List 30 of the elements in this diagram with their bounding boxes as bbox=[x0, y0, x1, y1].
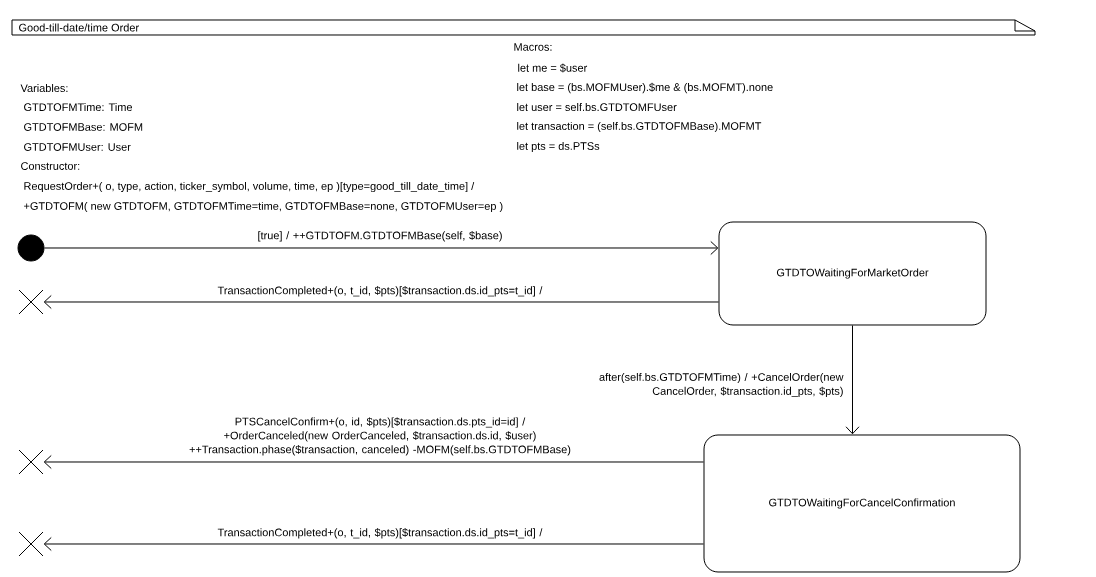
edge-label: [true] / ++GTDTOFM.GTDTOFMBase(self, $base) bbox=[258, 231, 502, 242]
arrow bbox=[43, 295, 719, 309]
text-line: let pts = ds.PTSs bbox=[517, 141, 600, 153]
text-line: Macros: bbox=[514, 43, 552, 51]
edge-label: TransactionCompleted+(o, t_id, $pts)[$transaction.ds.id_pts=t_id] / bbox=[217, 528, 543, 539]
arrow bbox=[43, 455, 704, 469]
state-box: GTDTOWaitingForCancelConfirmation bbox=[703, 434, 1021, 573]
text-line: GTDTOFMBase: MOFM bbox=[24, 123, 143, 131]
text-line: let base = (bs.MOFMUser).$me & (bs.MOFMT).none bbox=[517, 82, 773, 94]
text-line: +GTDTOFM( new GTDTOFM, GTDTOFMTime=time, GTDTOFMBase=none, GTDTOFMUser=ep ) bbox=[24, 201, 503, 213]
edge-label: TransactionCompleted+(o, t_id, $pts)[$transaction.ds.id_pts=t_id] / bbox=[217, 286, 543, 297]
text-line: let transaction = (self.bs.GTDTOFMBase).MOFMT bbox=[517, 121, 762, 133]
text-line: RequestOrder+( o, type, action, ticker_symbol, volume, time, ep )[type=good_till_date_time] / bbox=[24, 181, 475, 193]
text-line: let user = self.bs.GTDTOMFUser bbox=[517, 103, 677, 111]
text-line: Constructor: bbox=[21, 162, 80, 170]
terminate-cross bbox=[19, 290, 43, 314]
arrow bbox=[44, 241, 719, 255]
text-line: Variables: bbox=[20, 84, 68, 92]
state-box: GTDTOWaitingForMarketOrder bbox=[718, 221, 987, 326]
text-line: let me = $user bbox=[518, 63, 588, 73]
edge-label: PTSCancelConfirm+(o, id, $pts)[$transaction.ds.pts_id=id] / +OrderCanceled(new OrderCanceled, $transaction.ds.id, $user) ++Transaction.phase($transaction, canceled) -MOFM(self.bs.GTDTOFMBase) bbox=[189, 417, 571, 456]
text-line: GTDTOFMTime: Time bbox=[24, 103, 132, 111]
edge-label: after(self.bs.GTDTOFMTime) / +CancelOrder(new CancelOrder, $transaction.id_pts, $pts) bbox=[599, 372, 844, 398]
arrow bbox=[845, 325, 860, 435]
terminate-cross bbox=[19, 532, 43, 556]
initial-dot bbox=[17, 234, 45, 262]
text-line: GTDTOFMUser: User bbox=[24, 143, 131, 151]
terminate-cross bbox=[19, 450, 43, 474]
arrow bbox=[43, 537, 704, 551]
title-banner: Good-till-date/time Order bbox=[11, 19, 1036, 36]
